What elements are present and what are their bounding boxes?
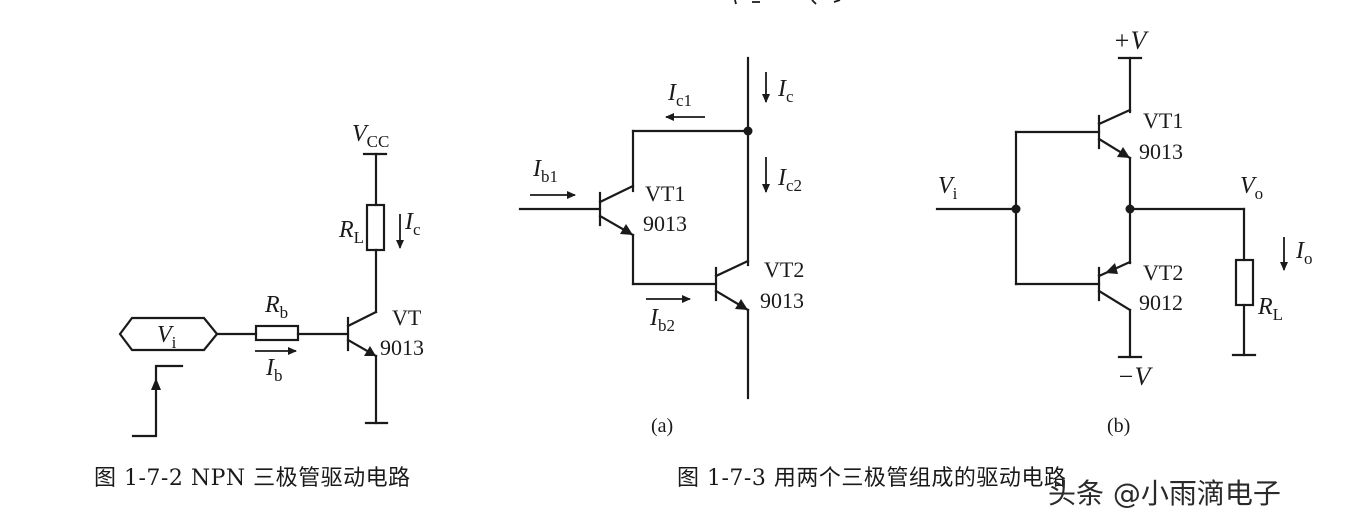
vt2-emitter-arrow xyxy=(735,299,748,310)
vt2-name: VT2 xyxy=(764,257,804,282)
rb-label: Rb xyxy=(264,292,288,322)
vt1-collector-leg xyxy=(598,184,635,204)
ic-label: Ic xyxy=(404,209,421,239)
step-arrow xyxy=(151,378,161,390)
vt1-name: VT1 xyxy=(1143,108,1183,133)
ib2-label: Ib2 xyxy=(649,305,675,335)
vt-collector-leg xyxy=(346,310,378,328)
ic2-label: Ic2 xyxy=(777,165,802,195)
vo-label: Vo xyxy=(1240,173,1263,203)
right-figure-caption: 图 1-7-3 用两个三极管组成的驱动电路 xyxy=(677,466,1067,491)
vt1-emitter-arrow xyxy=(620,224,633,235)
figure-b-label: (b) xyxy=(1107,415,1130,437)
vi-label: Vi xyxy=(938,173,958,203)
vt2-emitter-arrow xyxy=(1105,263,1118,274)
vt1-model: 9013 xyxy=(1139,139,1183,164)
rl-label: RL xyxy=(338,217,364,247)
step-waveform xyxy=(131,364,184,438)
vminus-label: −V xyxy=(1117,362,1154,391)
cropped-top-fragment xyxy=(734,0,841,5)
ic1-label: Ic1 xyxy=(667,80,692,110)
figure-a-label: (a) xyxy=(651,415,673,437)
vt2-model: 9012 xyxy=(1139,290,1183,315)
left-figure-caption: 图 1-7-2 NPN 三极管驱动电路 xyxy=(94,466,411,491)
vt-name: VT xyxy=(392,305,422,330)
io-label: Io xyxy=(1295,238,1313,268)
push-pull-circuit-b: +V −V Vi Vo Io RL VT1 9013 VT2 9012 (b) xyxy=(935,26,1313,437)
ib1-label: Ib1 xyxy=(532,156,558,186)
vcc-label: VCC xyxy=(352,121,389,151)
darlington-circuit-a: Ic Ic1 Ic2 Ib1 Ib2 VT1 9013 VT2 9013 (a) xyxy=(518,56,804,437)
watermark: 头条 @小雨滴电子 xyxy=(1048,477,1281,510)
vt1-model: 9013 xyxy=(643,211,687,236)
vt2-name: VT2 xyxy=(1143,260,1183,285)
vplus-label: +V xyxy=(1113,26,1150,55)
vt-model: 9013 xyxy=(380,335,424,360)
vt1-name: VT1 xyxy=(645,181,685,206)
rl-resistor xyxy=(1234,258,1255,307)
rb-resistor xyxy=(254,324,300,342)
vi-input-port xyxy=(118,316,219,352)
vt2-model: 9013 xyxy=(760,288,804,313)
vt1-collector-leg xyxy=(1097,108,1132,126)
ib-label: Ib xyxy=(265,355,283,385)
vt-emitter-arrow xyxy=(364,346,376,356)
input-junction-dot xyxy=(1011,204,1021,214)
vt2-collector-leg xyxy=(714,259,750,278)
rl-label: RL xyxy=(1257,294,1283,324)
vt2-collector-leg xyxy=(1097,289,1132,312)
vi-label: Vi xyxy=(157,322,177,352)
rl-resistor xyxy=(365,203,386,252)
vt1-emitter-arrow xyxy=(1117,147,1130,158)
npn-driver-circuit: VCC RL Ic Rb Ib Vi VT 9013 xyxy=(118,121,424,438)
ic-label: Ic xyxy=(777,76,794,106)
